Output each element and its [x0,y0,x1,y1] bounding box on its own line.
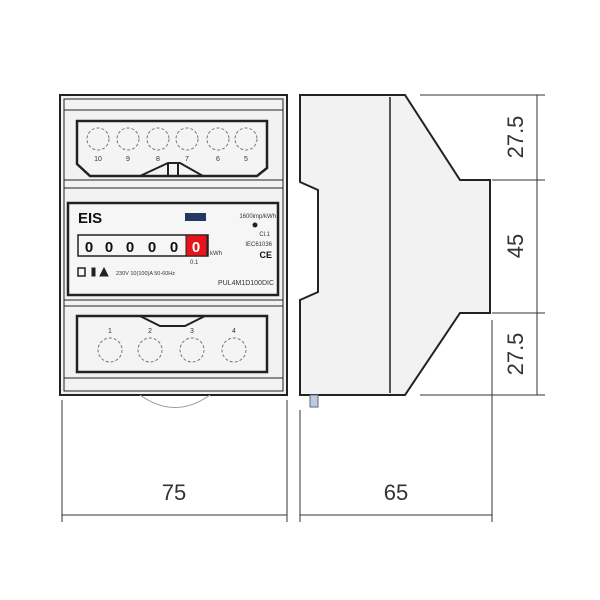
terminal-label: 2 [148,328,152,335]
dimension-lines [61,94,545,522]
terminal-label: 8 [156,156,160,163]
terminal-label: 5 [244,156,248,163]
energy-counter: 0 0 0 0 0 0 [85,239,200,256]
terminal-label: 9 [126,156,130,163]
ce-mark: CE [259,250,272,260]
counter-digit: 0 [105,239,113,256]
resolution: 0.1 [190,260,199,266]
width-dimension: 75 [162,480,186,505]
counter-digit-decimal: 0 [192,239,200,256]
rating: 230V 10(100)A 50-60Hz [116,271,175,277]
brand-logo: EIS [78,210,102,227]
height-bottom-dimension: 27.5 [503,333,528,376]
standard: IEC61036 [245,242,272,248]
terminal-label: 6 [216,156,220,163]
terminal-label: 10 [94,156,102,163]
front-view [59,94,288,408]
impulse-rate: 1600imp/kWh [239,214,276,220]
model-number: PUL4M1D100DIC [218,280,274,287]
height-top-dimension: 27.5 [503,116,528,159]
counter-digit: 0 [85,239,93,256]
accuracy-class: Cl.1 [259,232,270,238]
terminal-label: 3 [190,328,194,335]
terminal-label: 1 [108,328,112,335]
counter-digit: 0 [148,239,156,256]
unit-label: kWh [210,251,222,257]
terminal-label: 4 [232,328,236,335]
side-view [299,94,491,408]
pulse-led [185,213,206,221]
height-middle-dimension: 45 [503,234,528,258]
depth-dimension: 65 [384,480,408,505]
counter-digit: 0 [126,239,134,256]
counter-digit: 0 [170,239,178,256]
terminal-label: 7 [185,156,189,163]
